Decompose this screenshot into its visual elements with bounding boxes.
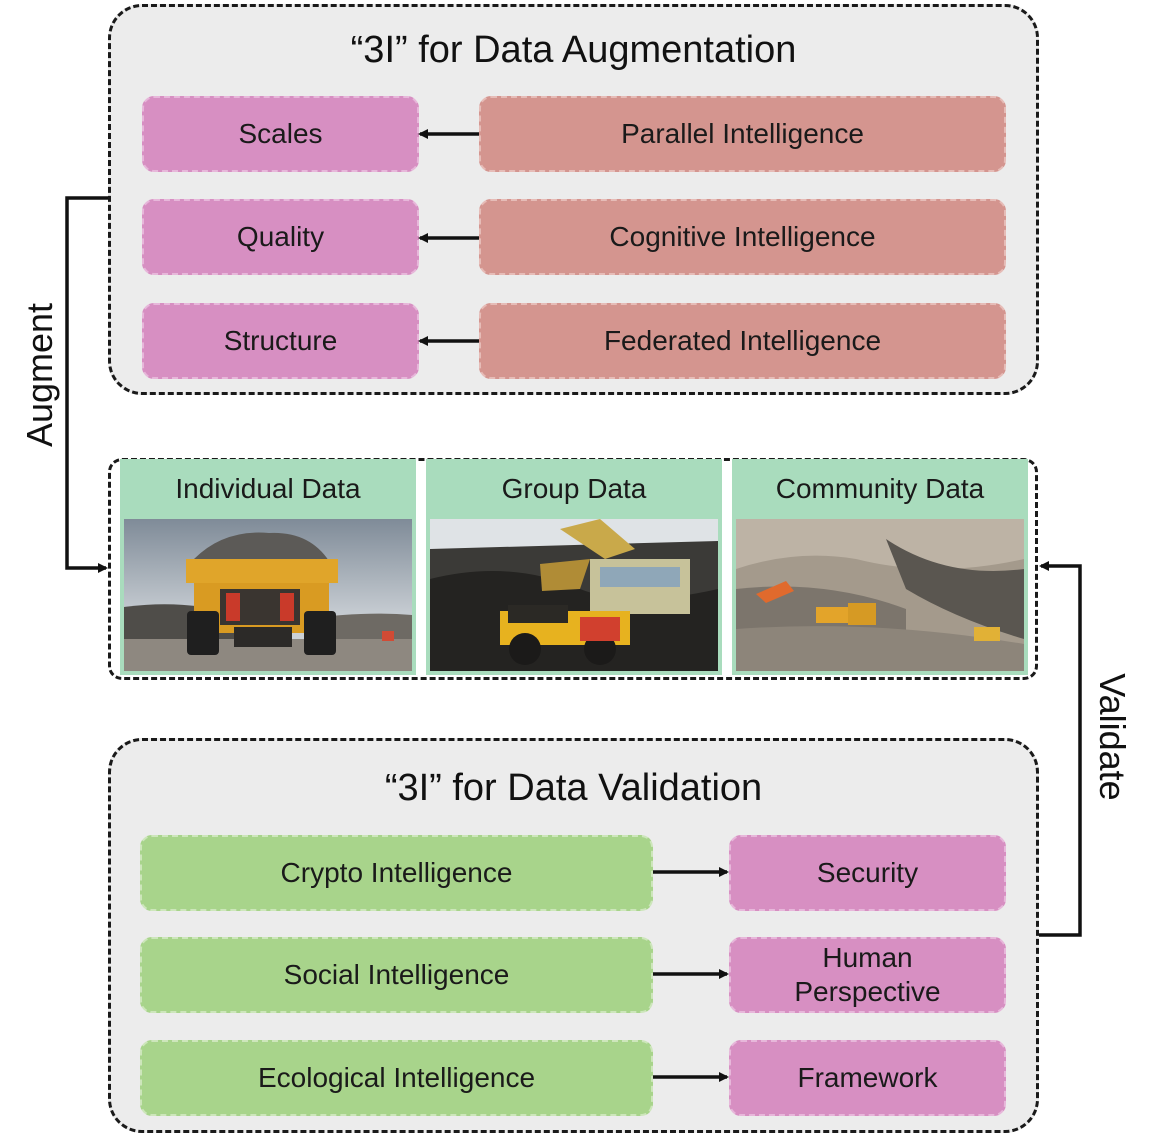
- scales-box: Scales: [142, 96, 419, 172]
- parallel-intelligence-box: Parallel Intelligence: [479, 96, 1006, 172]
- augment-connector: [65, 196, 108, 573]
- group-data-label: Group Data: [501, 473, 647, 504]
- open-pit-mine-photo: [736, 519, 1024, 671]
- crypto-intelligence-box: Crypto Intelligence: [140, 835, 653, 911]
- quality-box: Quality: [142, 199, 419, 275]
- ecological-intelligence-box: Ecological Intelligence: [140, 1040, 653, 1116]
- augmentation-title: “3I” for Data Augmentation: [350, 29, 797, 71]
- community-data-label: Community Data: [775, 473, 985, 504]
- community-data-card: Community Data: [732, 459, 1028, 675]
- human-perspective-box: Human Perspective: [729, 937, 1006, 1013]
- excavator-loading-truck-photo: [430, 519, 718, 671]
- individual-data-label: Individual Data: [175, 473, 361, 504]
- security-box: Security: [729, 835, 1006, 911]
- validation-title: “3I” for Data Validation: [384, 767, 763, 809]
- group-data-card: Group Data: [426, 459, 722, 675]
- federated-intelligence-box: Federated Intelligence: [479, 303, 1006, 379]
- structure-box: Structure: [142, 303, 419, 379]
- social-intelligence-box: Social Intelligence: [140, 937, 653, 1013]
- augment-label: Augment: [19, 302, 60, 448]
- validate-label: Validate: [1092, 673, 1133, 801]
- mining-haul-truck-photo: [124, 519, 412, 671]
- validate-connector: [1039, 561, 1082, 937]
- framework-box: Framework: [729, 1040, 1006, 1116]
- cognitive-intelligence-box: Cognitive Intelligence: [479, 199, 1006, 275]
- individual-data-card: Individual Data: [120, 459, 416, 675]
